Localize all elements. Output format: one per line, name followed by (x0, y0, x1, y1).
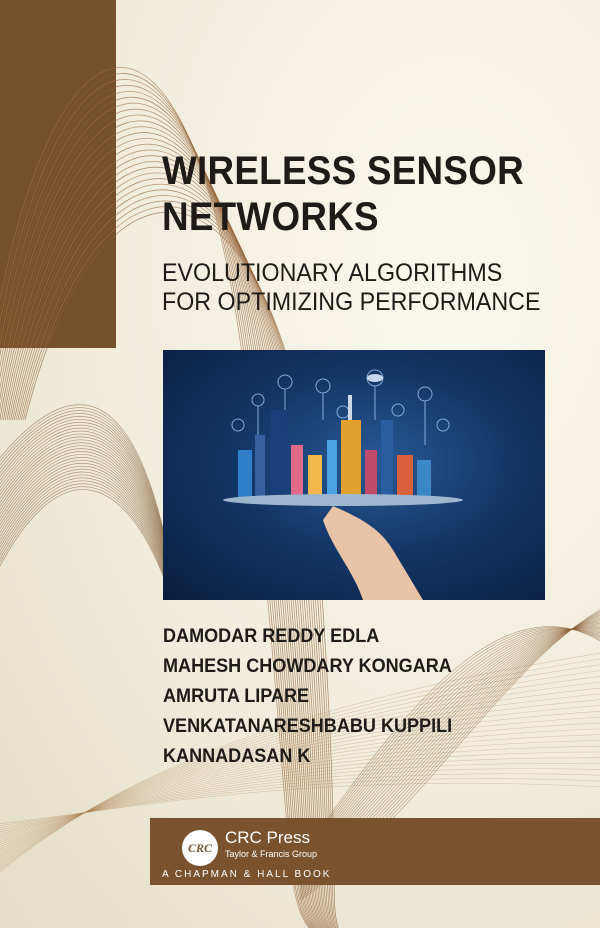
wave-line (0, 424, 171, 569)
city-on-tablet-illustration (223, 369, 463, 600)
wave-line (0, 763, 600, 833)
wave-line (0, 716, 600, 850)
wave-line (299, 628, 600, 872)
wave-line (0, 745, 600, 839)
wave-line (0, 652, 600, 873)
wave-line (0, 480, 171, 592)
wave-line (0, 693, 600, 858)
wave-line (0, 407, 171, 562)
wave-line (0, 751, 600, 837)
author-name: DAMODAR REDDY EDLA (163, 626, 380, 647)
wave-line (0, 477, 171, 591)
author-name: AMRUTA LIPARE (163, 686, 310, 707)
wave-line (299, 628, 600, 868)
wave-line (0, 451, 171, 580)
wave-line (0, 427, 171, 570)
wave-line (0, 465, 171, 586)
wave-line (0, 757, 600, 835)
book-title: WIRELESS SENSOR NETWORKS (162, 148, 524, 240)
wave-line (0, 768, 600, 831)
wave-line (299, 628, 600, 865)
wave-line (0, 468, 171, 587)
wave-line (0, 459, 171, 583)
wave-line (0, 445, 171, 577)
author-name: MAHESH CHOWDARY KONGARA (163, 656, 452, 677)
wave-line (0, 410, 171, 563)
wave-line (0, 430, 171, 571)
book-subtitle: EVOLUTIONARY ALGORITHMS FOR OPTIMIZING P… (162, 259, 540, 317)
author-name: VENKATANARESHBABU KUPPILI (163, 716, 453, 737)
imprint-label: A CHAPMAN & HALL BOOK (162, 869, 332, 880)
wave-line (0, 448, 171, 579)
subtitle-line: FOR OPTIMIZING PERFORMANCE (162, 288, 541, 316)
wave-line (0, 728, 600, 845)
wave-line (299, 628, 600, 870)
wave-line (1, 138, 324, 928)
wave-line (0, 457, 171, 582)
publisher-group: Taylor & Francis Group (225, 849, 318, 859)
title-line: NETWORKS (162, 195, 379, 239)
wave-line (0, 740, 600, 841)
wave-line (0, 670, 600, 866)
wave-line (0, 711, 600, 852)
wave-line (0, 681, 600, 862)
wave-line (0, 705, 600, 854)
wave-line (0, 433, 171, 573)
wave-line (0, 416, 171, 565)
wave-line (0, 404, 171, 561)
wave-line (0, 658, 600, 871)
wave-line (0, 676, 600, 864)
wave-line (0, 454, 171, 581)
wave-line (0, 483, 171, 593)
publisher-bar: CRC CRC Press Taylor & Francis Group A C… (150, 818, 600, 885)
wave-line (0, 418, 171, 567)
wave-line (0, 722, 600, 848)
smart-city-cover-image (163, 350, 545, 600)
wave-line (0, 699, 600, 856)
wave-line (0, 439, 171, 575)
wave-line (0, 474, 171, 589)
wave-line (0, 421, 171, 568)
wave-line (299, 626, 600, 859)
crc-logo: CRC (182, 830, 218, 866)
subtitle-line: EVOLUTIONARY ALGORITHMS (162, 259, 503, 287)
wave-line (0, 442, 171, 576)
wave-line (0, 436, 171, 574)
wave-line (0, 687, 600, 860)
wave-line (299, 628, 600, 874)
title-line: WIRELESS SENSOR (162, 149, 524, 193)
author-list: DAMODAR REDDY EDLA MAHESH CHOWDARY KONGA… (163, 622, 452, 772)
wave-line (299, 628, 600, 867)
wave-line (0, 734, 600, 843)
wave-line (0, 462, 171, 585)
wave-line (0, 778, 600, 827)
wave-line (0, 782, 600, 825)
publisher-name: CRC Press (225, 828, 311, 847)
wave-line (0, 486, 171, 594)
wave-line (0, 773, 600, 829)
wave-line (0, 471, 171, 588)
wave-line (0, 413, 171, 564)
author-name: KANNADASAN K (163, 746, 311, 767)
wave-line (0, 489, 171, 595)
